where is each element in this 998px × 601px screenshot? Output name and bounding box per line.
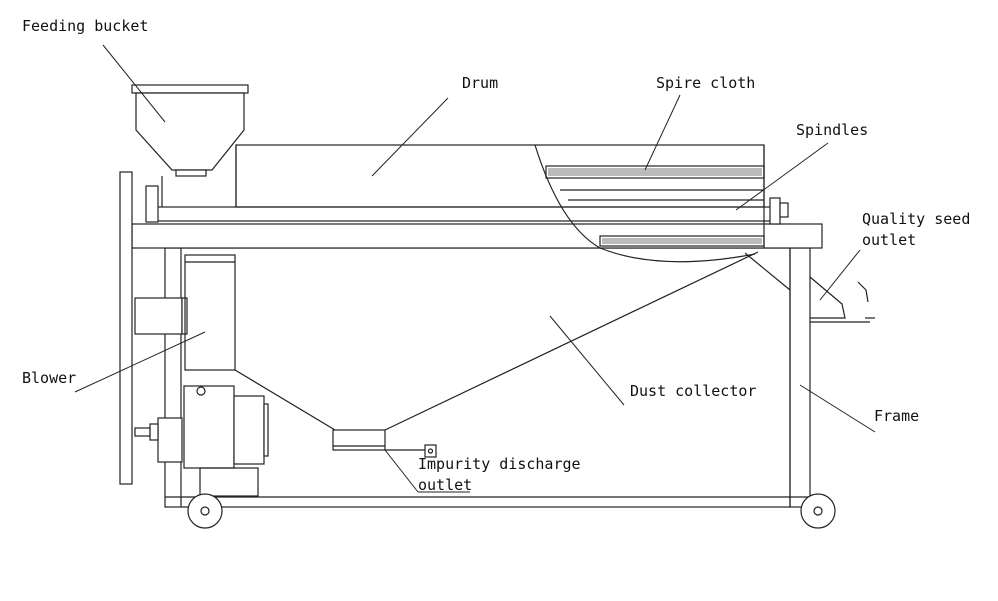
blower: [119, 171, 236, 485]
impurity-valve: [385, 444, 437, 458]
wheel-right: [800, 493, 836, 529]
label-drum: Drum: [462, 74, 498, 92]
quality-seed-chute: [744, 252, 875, 323]
label-feeding-bucket: Feeding bucket: [22, 17, 148, 35]
label-spire-cloth: Spire cloth: [656, 74, 755, 92]
label-impurity-discharge-outlet-line1: Impurity discharge: [418, 455, 581, 473]
label-frame: Frame: [874, 407, 919, 425]
top-rails: [131, 185, 823, 249]
feeding-bucket: [131, 84, 249, 207]
spire-cloth: [545, 165, 765, 247]
label-blower: Blower: [22, 369, 76, 387]
label-spindles: Spindles: [796, 121, 868, 139]
label-quality-seed-outlet-line2: outlet: [862, 231, 916, 249]
motor: [134, 385, 269, 497]
leader-lines: [74, 44, 876, 493]
label-dust-collector: Dust collector: [630, 382, 756, 400]
wheel-left: [187, 493, 223, 529]
label-quality-seed-outlet-line1: Quality seed: [862, 210, 970, 228]
label-impurity-discharge-outlet-line2: outlet: [418, 476, 472, 494]
dust-collector: [234, 251, 759, 451]
